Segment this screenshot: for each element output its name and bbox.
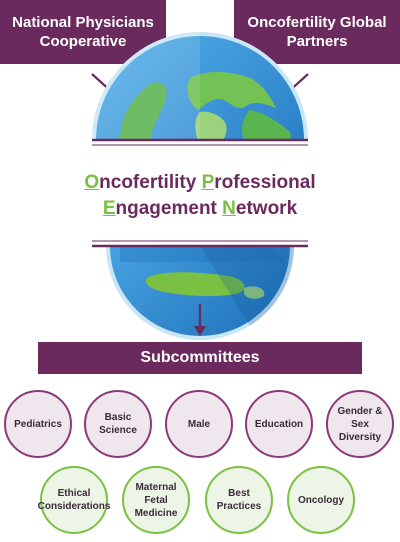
subcommittees-header: Subcommittees bbox=[38, 342, 362, 374]
globe-illustration bbox=[91, 32, 309, 340]
network-title-line-1: Oncofertility Professional bbox=[0, 170, 400, 196]
subcommittee-label: Oncology bbox=[297, 494, 345, 506]
title-word-professional: rofessional bbox=[214, 172, 316, 193]
globe-bottom-half bbox=[92, 240, 308, 340]
subcommittee-label: Basic Science bbox=[99, 412, 137, 436]
network-title-line-2: Engagement Network bbox=[0, 196, 400, 222]
subcommittee-label: Male bbox=[187, 418, 211, 430]
title-word-network: etwork bbox=[235, 198, 298, 219]
title-word-oncofertility: ncofertility bbox=[99, 172, 202, 193]
subcommittee-oncology: Oncology bbox=[287, 466, 355, 534]
arrow-down-icon bbox=[194, 304, 206, 336]
national-physicians-cooperative-label: National Physicians Cooperative bbox=[12, 14, 154, 50]
subcommittee-pediatrics: Pediatrics bbox=[4, 390, 72, 458]
subcommittees-label: Subcommittees bbox=[140, 349, 260, 366]
title-initial-o: O bbox=[84, 172, 100, 193]
subcommittee-basic-science: Basic Science bbox=[84, 390, 152, 458]
subcommittee-education: Education bbox=[245, 390, 313, 458]
subcommittee-label: Best Practices bbox=[216, 488, 262, 512]
title-word-engagement: ngagement bbox=[115, 198, 223, 219]
subcommittee-label: Gender & Sex Diversity bbox=[337, 405, 383, 443]
subcommittee-ethical-considerations: Ethical Considerations bbox=[37, 466, 111, 534]
national-physicians-cooperative-box: National Physicians Cooperative bbox=[0, 0, 166, 64]
subcommittee-male: Male bbox=[165, 390, 233, 458]
oncofertility-global-partners-label: Oncofertility Global Partners bbox=[247, 14, 387, 50]
subcommittee-label: Pediatrics bbox=[14, 418, 62, 430]
subcommittee-label: Ethical Considerations bbox=[37, 488, 111, 512]
network-title: Oncofertility Professional Engagement Ne… bbox=[0, 170, 400, 222]
subcommittee-label: Maternal Fetal Medicine bbox=[134, 481, 178, 519]
title-initial-p: P bbox=[201, 172, 215, 193]
subcommittee-best-practices: Best Practices bbox=[205, 466, 273, 534]
globe-top-half bbox=[92, 32, 308, 146]
oncofertility-global-partners-box: Oncofertility Global Partners bbox=[234, 0, 400, 64]
subcommittee-label: Education bbox=[254, 418, 304, 430]
title-initial-n: N bbox=[222, 198, 236, 219]
subcommittee-maternal-fetal-medicine: Maternal Fetal Medicine bbox=[122, 466, 190, 534]
subcommittee-gender-sex-diversity: Gender & Sex Diversity bbox=[326, 390, 394, 458]
title-initial-e: E bbox=[102, 198, 116, 219]
